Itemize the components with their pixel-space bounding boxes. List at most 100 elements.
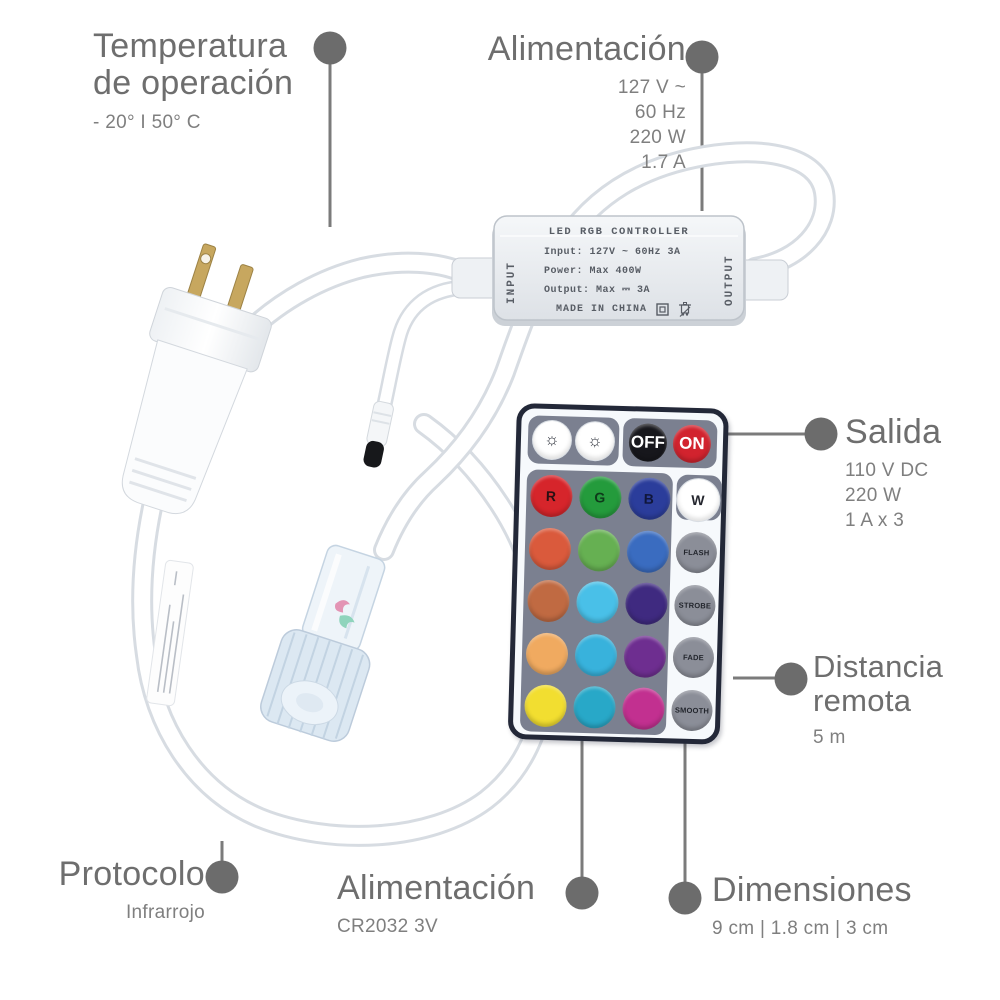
fade-button-label: FADE xyxy=(682,652,704,663)
ir-sensor-tip xyxy=(363,440,384,468)
temperatura-title-line2: de operación xyxy=(93,64,294,103)
protocolo-title: Protocolo xyxy=(58,855,205,893)
callout-protocolo: Protocolo Infrarrojo xyxy=(58,855,205,925)
teal-button[interactable] xyxy=(572,685,616,730)
inner-wire-green xyxy=(339,615,355,629)
controller-box xyxy=(451,215,789,326)
protocolo-dot xyxy=(205,860,239,894)
salida-watts: 220 W xyxy=(845,485,902,507)
light-green-button[interactable] xyxy=(576,528,621,572)
remote-button-grid: R G B W FLASH STROBE FADE SMOOTH xyxy=(520,469,723,738)
callout-distancia-remota: Distancia remota 5 m xyxy=(813,649,944,750)
light-orange-button[interactable] xyxy=(524,632,569,676)
power-pad: OFF ON xyxy=(622,417,718,469)
smooth-button[interactable]: SMOOTH xyxy=(670,689,714,732)
brightness-pad: ☼☼ xyxy=(527,415,620,466)
callout-dimensiones: Dimensiones 9 cm | 1.8 cm | 3 cm xyxy=(712,871,912,941)
ir-cable xyxy=(372,280,466,432)
magenta-button[interactable] xyxy=(621,687,665,731)
purple-button[interactable] xyxy=(622,634,667,678)
dimensiones-dot xyxy=(668,881,702,915)
b-button-label: B xyxy=(643,490,655,508)
brightness-down-button[interactable]: ☼ xyxy=(575,421,615,461)
cyan-button[interactable] xyxy=(573,633,618,677)
flash-button[interactable]: FLASH xyxy=(675,531,718,574)
medium-blue-button[interactable] xyxy=(625,529,669,574)
controller-input-label: INPUT xyxy=(506,260,518,304)
controller-title: LED RGB CONTROLLER xyxy=(548,226,690,238)
strobe-button[interactable]: STROBE xyxy=(673,584,716,627)
controller-print: LED RGB CONTROLLER Input: 127V ~ 60Hz 3A… xyxy=(496,221,742,321)
dimensiones-value: 9 cm | 1.8 cm | 3 cm xyxy=(712,918,889,940)
cable-label-sticker xyxy=(146,559,194,707)
protocolo-value: Infrarrojo xyxy=(125,902,205,924)
callout-lines xyxy=(220,48,818,893)
controller-output-spec: Output: Max ⎓ 3A xyxy=(544,285,650,296)
distancia-title-line1: Distancia xyxy=(813,649,944,684)
alimentacion-entrada-watts: 220 W xyxy=(629,127,686,149)
w-button-label: W xyxy=(691,492,705,509)
r-button-label: R xyxy=(545,488,557,505)
alimentacion-control-title: Alimentación xyxy=(337,869,536,907)
distancia-title-line2: remota xyxy=(813,683,912,719)
on-button[interactable]: ON xyxy=(672,424,712,464)
b-button[interactable]: B xyxy=(627,477,671,521)
temperatura-dot xyxy=(313,31,347,65)
callout-alimentacion-entrada: Alimentación 127 V ~ 60 Hz 220 W 1.7 A xyxy=(487,30,686,175)
fade-button[interactable]: FADE xyxy=(672,636,715,679)
wall-plug xyxy=(121,243,272,515)
salida-volts: 110 V DC xyxy=(845,460,929,482)
callout-alimentacion-control: Alimentación CR2032 3V xyxy=(337,869,536,939)
brightness-up-icon: ☼ xyxy=(543,429,561,450)
controller-input-spec: Input: 127V ~ 60Hz 3A xyxy=(544,247,681,258)
salida-title: Salida xyxy=(845,413,942,451)
ir-receiver xyxy=(363,400,394,468)
made-in-china-label: MADE IN CHINA xyxy=(556,303,648,315)
controller-power-spec: Power: Max 400W xyxy=(544,266,642,277)
alimentacion-entrada-title: Alimentación xyxy=(487,30,686,68)
controller-output-label: OUTPUT xyxy=(724,254,736,306)
yellow-button[interactable] xyxy=(523,684,567,728)
off-button-label: OFF xyxy=(630,432,666,453)
weee-bin-icon xyxy=(679,302,692,317)
temperatura-value: - 20° I 50° C xyxy=(93,111,201,133)
w-button[interactable]: W xyxy=(676,478,720,522)
double-insulation-icon xyxy=(656,302,669,316)
power-cable-loop xyxy=(131,413,558,847)
temperatura-title-line1: Temperatura xyxy=(93,27,288,65)
alimentacion-entrada-volts: 127 V ~ xyxy=(617,77,686,99)
distancia-dot xyxy=(774,662,808,696)
brightness-down-icon: ☼ xyxy=(586,430,604,451)
salida-dot xyxy=(804,417,838,451)
g-button-label: G xyxy=(594,489,606,506)
alimentacion-entrada-amps: 1.7 A xyxy=(641,152,686,174)
sky-blue-button[interactable] xyxy=(575,580,619,625)
alimentacion-control-value: CR2032 3V xyxy=(337,916,438,938)
r-button[interactable]: R xyxy=(529,474,573,518)
alimentacion-entrada-hertz: 60 Hz xyxy=(634,102,686,124)
callout-temperatura: Temperatura de operación - 20° I 50° C xyxy=(93,27,294,135)
alimentacion-control-dot xyxy=(565,876,599,910)
plug-body xyxy=(121,339,248,515)
flash-button-label: FLASH xyxy=(683,547,710,558)
red-orange-button[interactable] xyxy=(527,527,572,571)
off-button[interactable]: OFF xyxy=(628,423,668,463)
strobe-button-label: STROBE xyxy=(678,600,712,611)
smooth-button-label: SMOOTH xyxy=(674,705,710,716)
salida-amps: 1 A x 3 xyxy=(845,510,905,532)
dimensiones-title: Dimensiones xyxy=(712,871,912,909)
brightness-up-button[interactable]: ☼ xyxy=(532,420,572,460)
inner-wire-pink xyxy=(335,600,351,613)
g-button[interactable]: G xyxy=(578,476,622,520)
callout-salida: Salida 110 V DC 220 W 1 A x 3 xyxy=(845,413,942,533)
alimentacion-entrada-dot xyxy=(685,40,719,74)
rope-light-connector xyxy=(260,544,386,742)
on-button-label: ON xyxy=(678,433,705,454)
distancia-value: 5 m xyxy=(813,727,846,749)
callout-dots xyxy=(205,31,838,915)
indigo-button[interactable] xyxy=(624,582,668,626)
dark-orange-button[interactable] xyxy=(526,579,570,623)
